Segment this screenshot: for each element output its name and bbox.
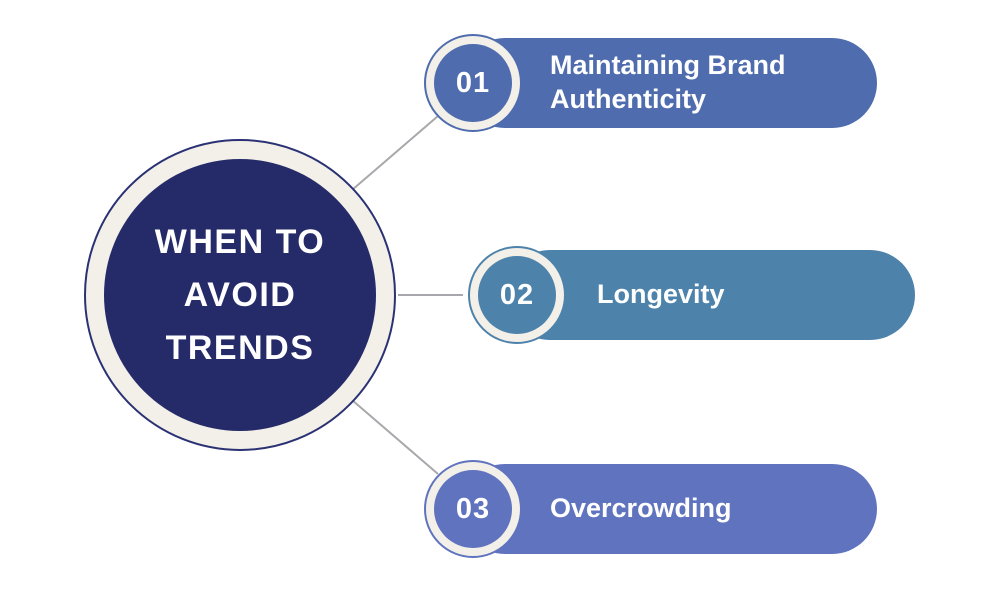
item-number-fill-3: 03 [434, 470, 512, 548]
item-number-circle-1: 01 [424, 34, 522, 132]
item-label-2: Longevity [597, 279, 725, 310]
central-topic-circle: WHEN TO AVOID TRENDS [84, 139, 396, 451]
central-topic-fill: WHEN TO AVOID TRENDS [104, 159, 376, 431]
connector-line-1 [351, 115, 439, 191]
central-topic-title-line-3: TRENDS [165, 328, 315, 367]
item-pill-1: Maintaining Brand Authenticity [460, 38, 877, 128]
item-label-1: Maintaining Brand Authenticity [550, 50, 786, 114]
central-topic-title-line-1: WHEN TO [154, 222, 326, 261]
central-topic-title-line-2: AVOID [183, 275, 297, 314]
item-number-1: 01 [455, 66, 491, 99]
item-number-3: 03 [455, 492, 491, 525]
connector-line-3 [351, 399, 439, 475]
item-number-fill-2: 02 [478, 256, 556, 334]
item-number-fill-1: 01 [434, 44, 512, 122]
item-pill-3: Overcrowding [460, 464, 877, 554]
item-number-2: 02 [499, 278, 535, 311]
central-topic-title: WHEN TO AVOID TRENDS [155, 216, 325, 375]
item-number-circle-3: 03 [424, 460, 522, 558]
item-number-circle-2: 02 [468, 246, 566, 344]
item-pill-2: Longevity [505, 250, 915, 340]
item-label-3: Overcrowding [550, 493, 732, 524]
